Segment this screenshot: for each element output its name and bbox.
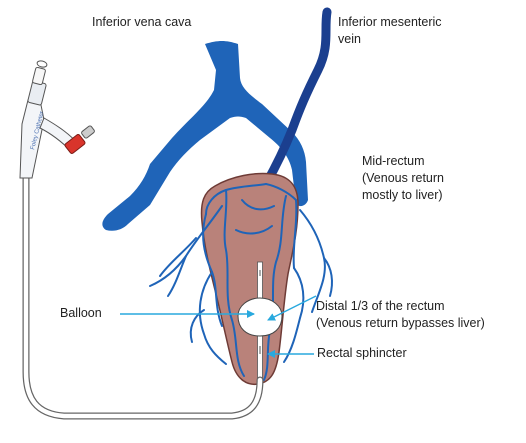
label-mid-rectum-line3: mostly to liver) [362,188,443,203]
label-rectal-sphincter: Rectal sphincter [317,346,407,361]
label-inferior-mesenteric-vein-line1: Inferior mesenteric [338,15,442,30]
label-distal-rectum-line1: Distal 1/3 of the rectum [316,299,445,314]
label-balloon: Balloon [60,306,102,321]
foley-catheter-icon: Foley Catheter [20,60,95,178]
label-distal-rectum-line2: (Venous return bypasses liver) [316,316,485,331]
label-inferior-mesenteric-vein-line2: vein [338,32,361,47]
label-mid-rectum-line2: (Venous return [362,171,444,186]
label-mid-rectum-line1: Mid-rectum [362,154,425,169]
label-inferior-vena-cava: Inferior vena cava [92,15,191,30]
